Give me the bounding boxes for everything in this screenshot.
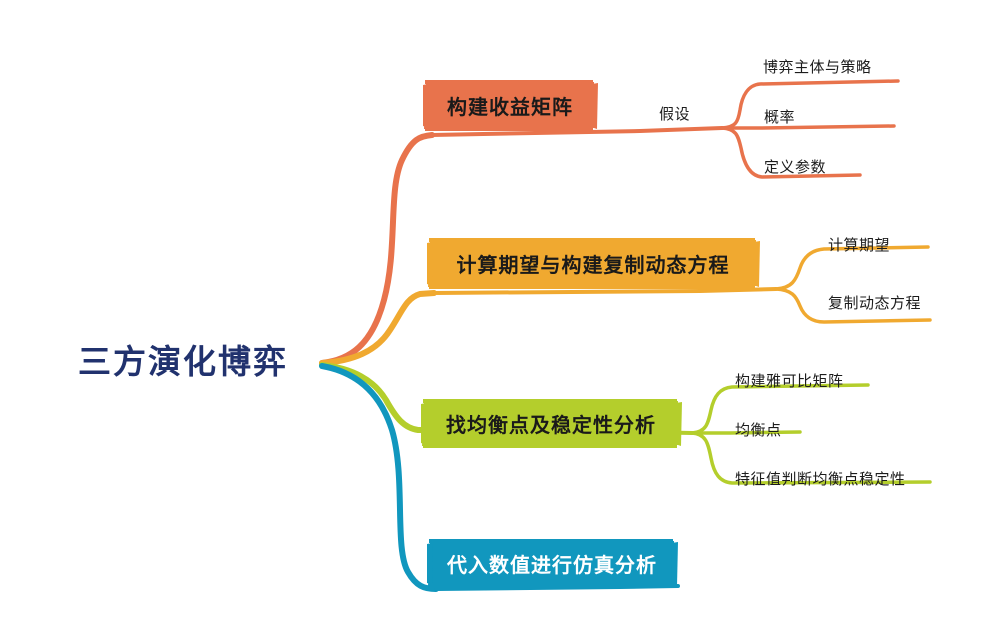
branch-topic-3[interactable]: 找均衡点及稳定性分析 xyxy=(421,399,682,448)
branch-2-child-2[interactable]: 复制动态方程 xyxy=(828,294,922,312)
branch-topic-1[interactable]: 构建收益矩阵 xyxy=(423,80,598,131)
branch-topic-4[interactable]: 代入数值进行仿真分析 xyxy=(427,539,678,588)
branch-3-child-2[interactable]: 均衡点 xyxy=(735,421,782,439)
root-node[interactable]: 三方演化博弈 xyxy=(78,342,288,381)
branch-topic-4-shape xyxy=(427,539,678,588)
branch-1-child-3[interactable]: 定义参数 xyxy=(764,158,827,176)
branch-topic-4-label: 代入数值进行仿真分析 xyxy=(447,553,657,577)
branch-3-child-3[interactable]: 特征值判断均衡点稳定性 xyxy=(735,470,906,488)
connector-root-to-branch-1 xyxy=(319,132,435,366)
connector-branch-1-child-1 xyxy=(720,79,900,130)
branch-topic-3-label: 找均衡点及稳定性分析 xyxy=(446,413,656,437)
branch-topic-2[interactable]: 计算期望与构建复制动态方程 xyxy=(427,238,760,289)
branch-topic-1-label: 构建收益矩阵 xyxy=(447,95,573,119)
connector-root-to-branch-2 xyxy=(319,290,437,366)
branch-topic-2-shape xyxy=(427,238,760,289)
branch-1-child-1[interactable]: 博弈主体与策略 xyxy=(763,58,872,76)
branch-3-child-1[interactable]: 构建雅可比矩阵 xyxy=(735,372,844,390)
branch-topic-2-label: 计算期望与构建复制动态方程 xyxy=(456,253,730,277)
branch-topic-3-shape xyxy=(421,399,682,448)
branch-1-mid-label[interactable]: 假设 xyxy=(659,105,691,123)
connector-root-to-branch-3 xyxy=(319,362,433,433)
branch-topic-1-shape xyxy=(423,80,598,131)
branch-1-child-2[interactable]: 概率 xyxy=(764,108,796,126)
connector-branch-1-child-2 xyxy=(720,124,896,130)
branch-2-child-1[interactable]: 计算期望 xyxy=(828,236,891,254)
